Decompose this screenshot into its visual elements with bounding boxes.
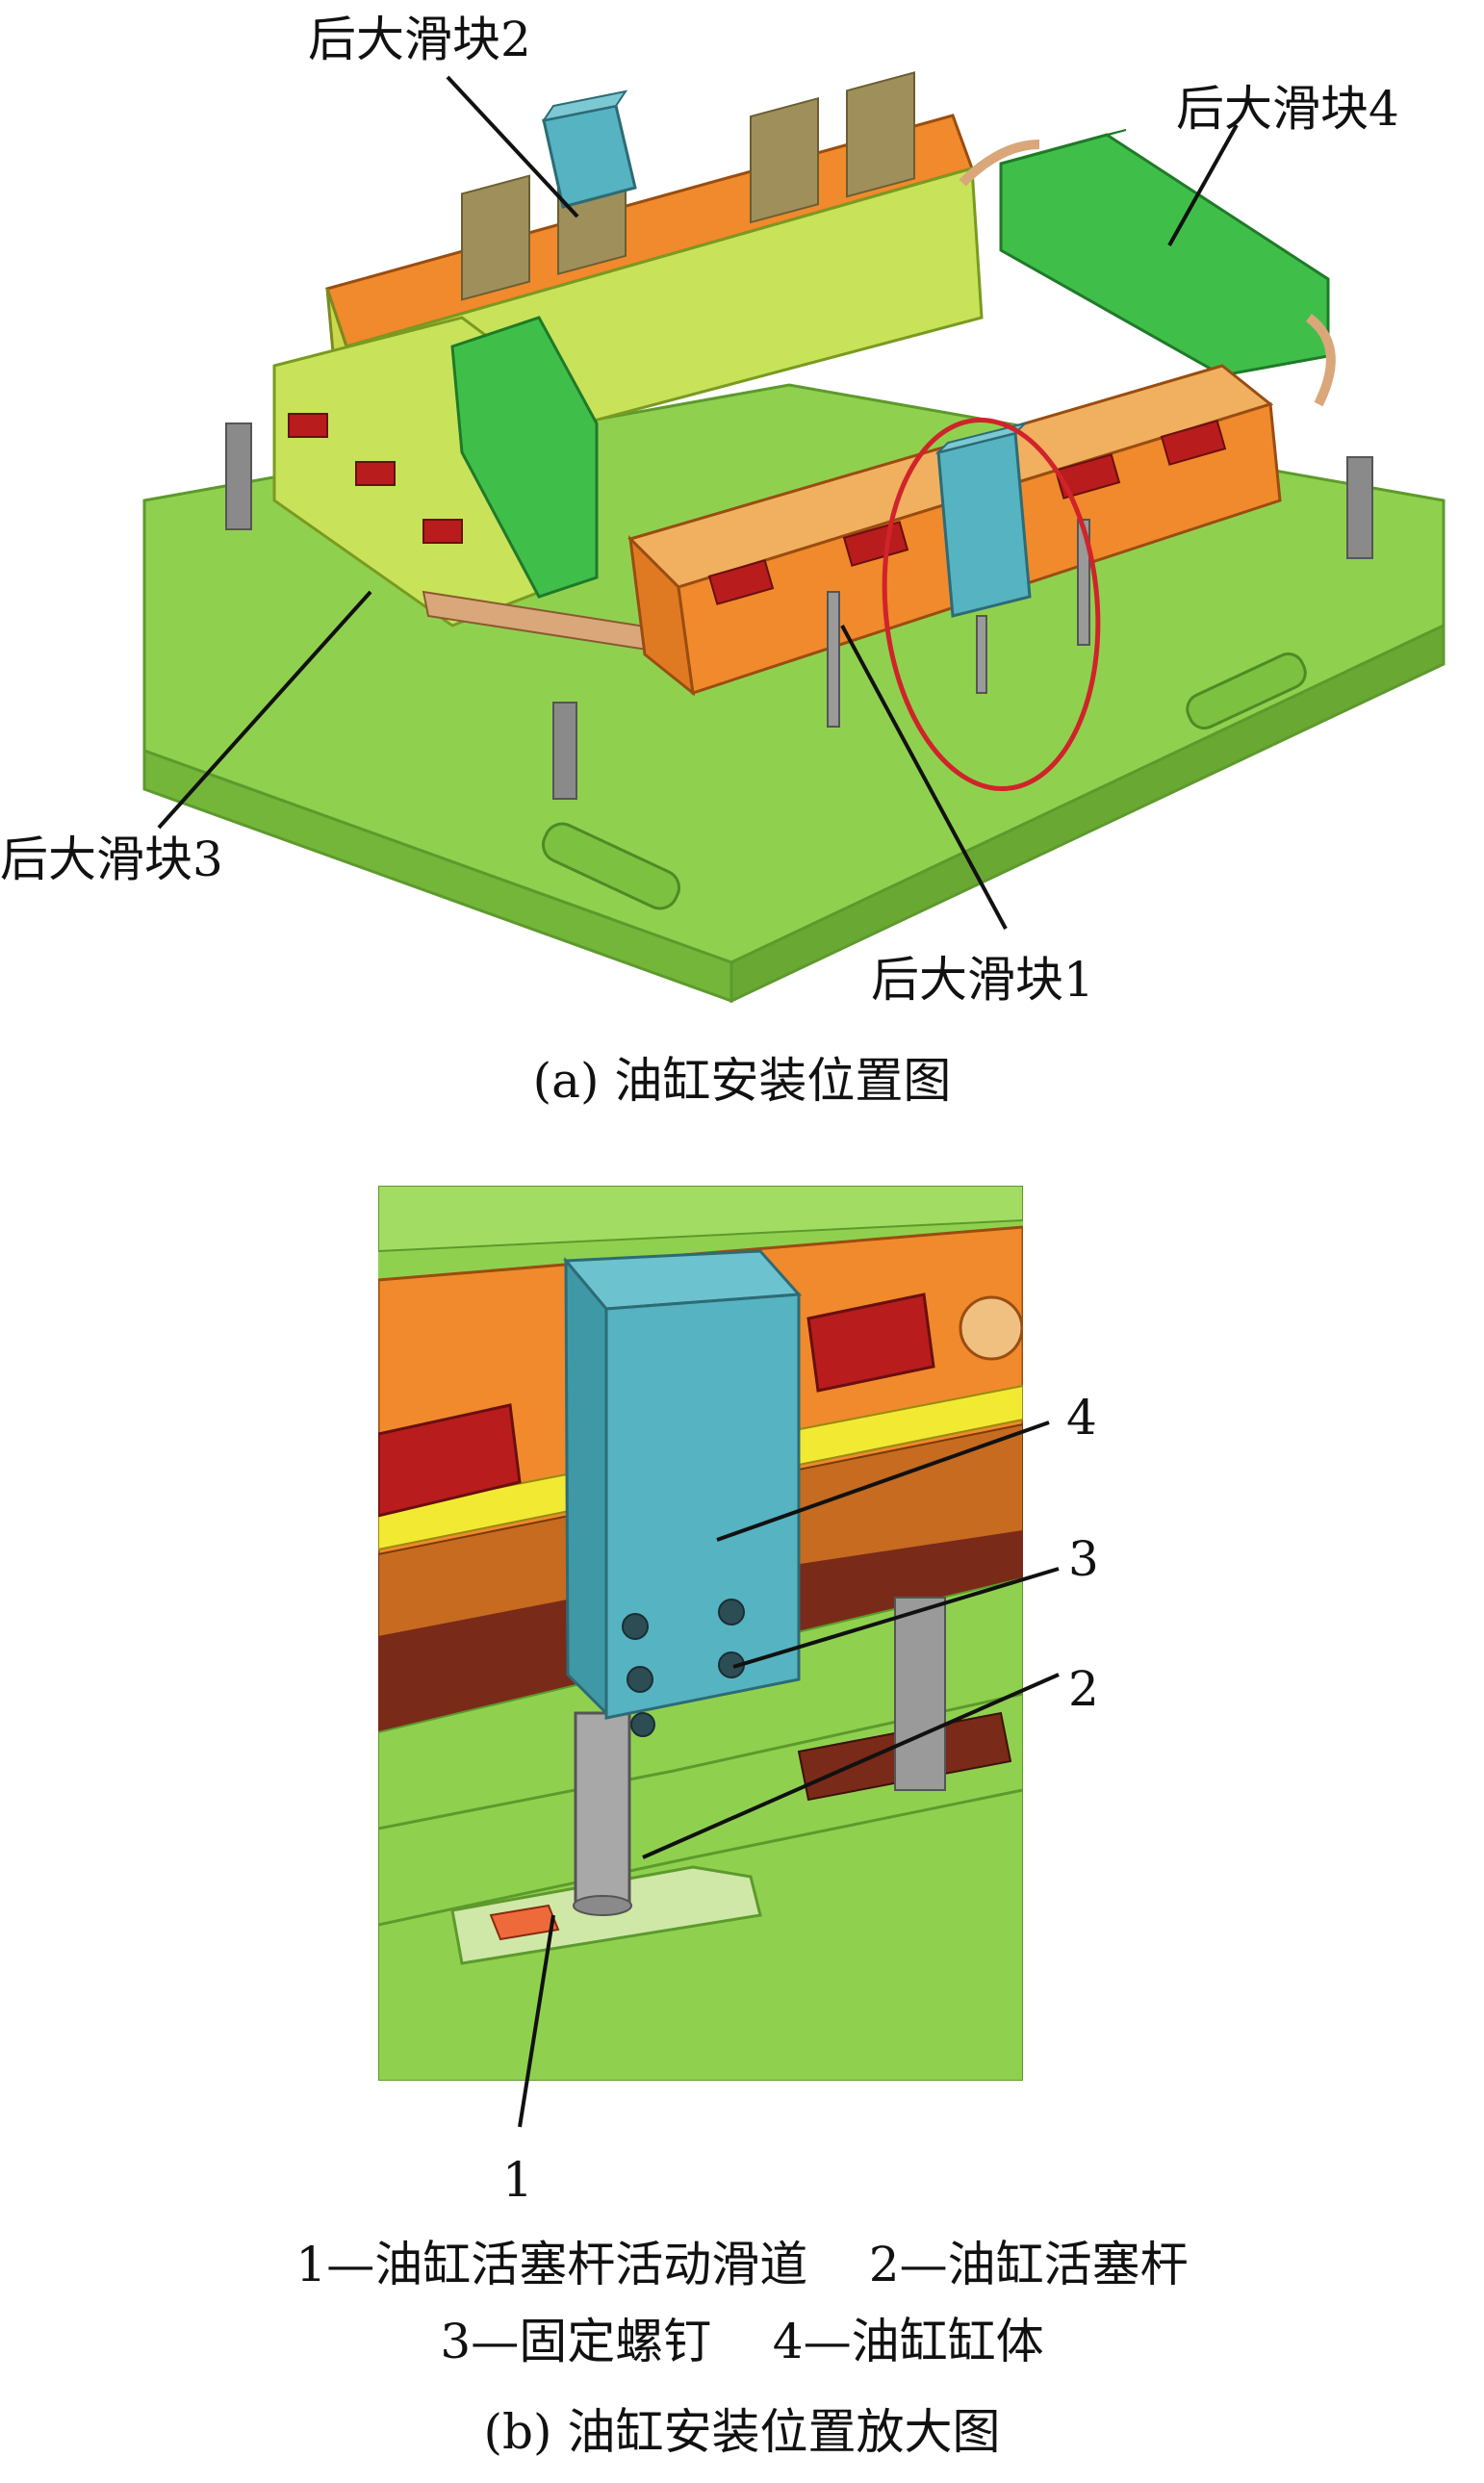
label-slider-4: 后大滑块4 bbox=[1176, 81, 1399, 137]
caption-figure-b: (b) 油缸安装位置放大图 bbox=[483, 2404, 1001, 2460]
label-slider-3: 后大滑块3 bbox=[0, 832, 223, 887]
slider-4-block bbox=[959, 129, 1336, 407]
label-slider-1: 后大滑块1 bbox=[871, 952, 1094, 1008]
guide-pins bbox=[225, 422, 1373, 800]
leader-lines-b bbox=[518, 1421, 1060, 2128]
slider-3-block bbox=[272, 316, 743, 666]
legend-line-1: 1—油缸活塞杆活动滑道 2—油缸活塞杆 bbox=[295, 2237, 1189, 2292]
leader-lines-a bbox=[157, 75, 1239, 930]
caption-figure-a: (a) 油缸安装位置图 bbox=[532, 1053, 952, 1109]
callout-3: 3 bbox=[1068, 1531, 1099, 1587]
cylinder-slider-1 bbox=[934, 422, 1032, 694]
figure-a-illustration bbox=[142, 71, 1446, 1004]
label-slider-2: 后大滑块2 bbox=[308, 12, 531, 67]
legend-line-2: 3—固定螺钉 4—油缸缸体 bbox=[440, 2314, 1044, 2369]
callout-4: 4 bbox=[1066, 1390, 1097, 1446]
callout-2: 2 bbox=[1068, 1661, 1099, 1717]
highlight-circle bbox=[882, 417, 1101, 792]
cylinder-slider-2 bbox=[541, 90, 637, 209]
callout-1: 1 bbox=[502, 2152, 533, 2208]
